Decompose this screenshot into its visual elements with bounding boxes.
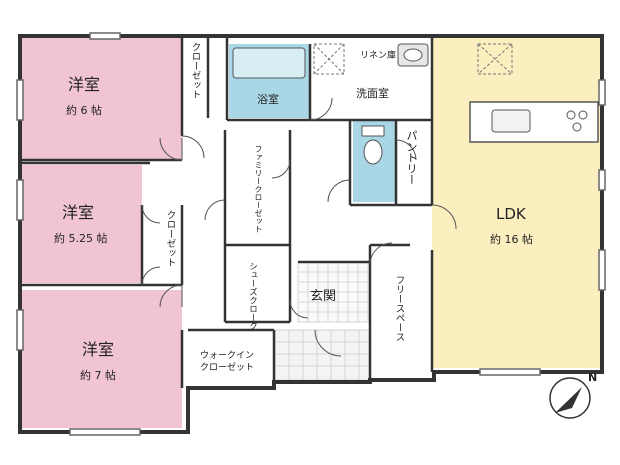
room-name-western-1: 洋室 — [68, 75, 101, 94]
room-name-entrance: 玄関 — [310, 289, 337, 304]
room-size-western-2: 約 5.25 帖 — [54, 232, 108, 245]
bathtub — [232, 47, 306, 79]
room-size-western-3: 約 7 帖 — [80, 369, 116, 382]
western-room-2-area — [22, 165, 142, 283]
room-name-closet-1: クローゼット — [189, 42, 201, 99]
toilet — [363, 139, 383, 165]
room-name-walkin-closet-line2: クローゼット — [200, 363, 255, 373]
compass-north-label: N — [588, 371, 598, 384]
room-name-closet-2: クローゼット — [164, 210, 176, 267]
room-name-western-3: 洋室 — [82, 340, 115, 359]
room-size-ldk: 約 16 帖 — [490, 233, 533, 246]
compass-icon — [549, 377, 591, 419]
stove-icon — [566, 110, 588, 132]
room-name-western-2: 洋室 — [62, 203, 95, 222]
toilet-tank — [361, 125, 385, 137]
door-swings — [141, 97, 457, 357]
windows — [16, 32, 606, 436]
western-room-3-area — [22, 290, 182, 428]
room-name-walkin-closet-line1: ウォークイン — [200, 351, 255, 361]
room-name-linen: リネン庫 — [360, 51, 397, 61]
walls — [18, 34, 604, 434]
room-name-pantry: パントリー — [405, 130, 418, 185]
kitchen-sink — [491, 109, 531, 133]
entrance-tiles — [274, 261, 371, 381]
room-name-free-space: フリースペース — [393, 275, 405, 342]
room-name-shoes-cloak: シューズクローク — [247, 262, 258, 330]
linen-storage-mark — [313, 43, 345, 75]
room-size-western-1: 約 6 帖 — [66, 104, 102, 117]
basin-bowl — [403, 48, 423, 62]
western-room-1-area — [22, 38, 182, 160]
kitchen-counter — [469, 101, 599, 143]
room-name-bath: 浴室 — [257, 93, 279, 106]
room-name-washroom: 洗面室 — [356, 87, 389, 100]
room-name-ldk: LDK — [496, 205, 526, 223]
ldk-area — [432, 38, 600, 368]
room-name-family-closet: ファミリークローゼット — [254, 145, 263, 233]
ldk-storage-mark — [477, 43, 513, 75]
